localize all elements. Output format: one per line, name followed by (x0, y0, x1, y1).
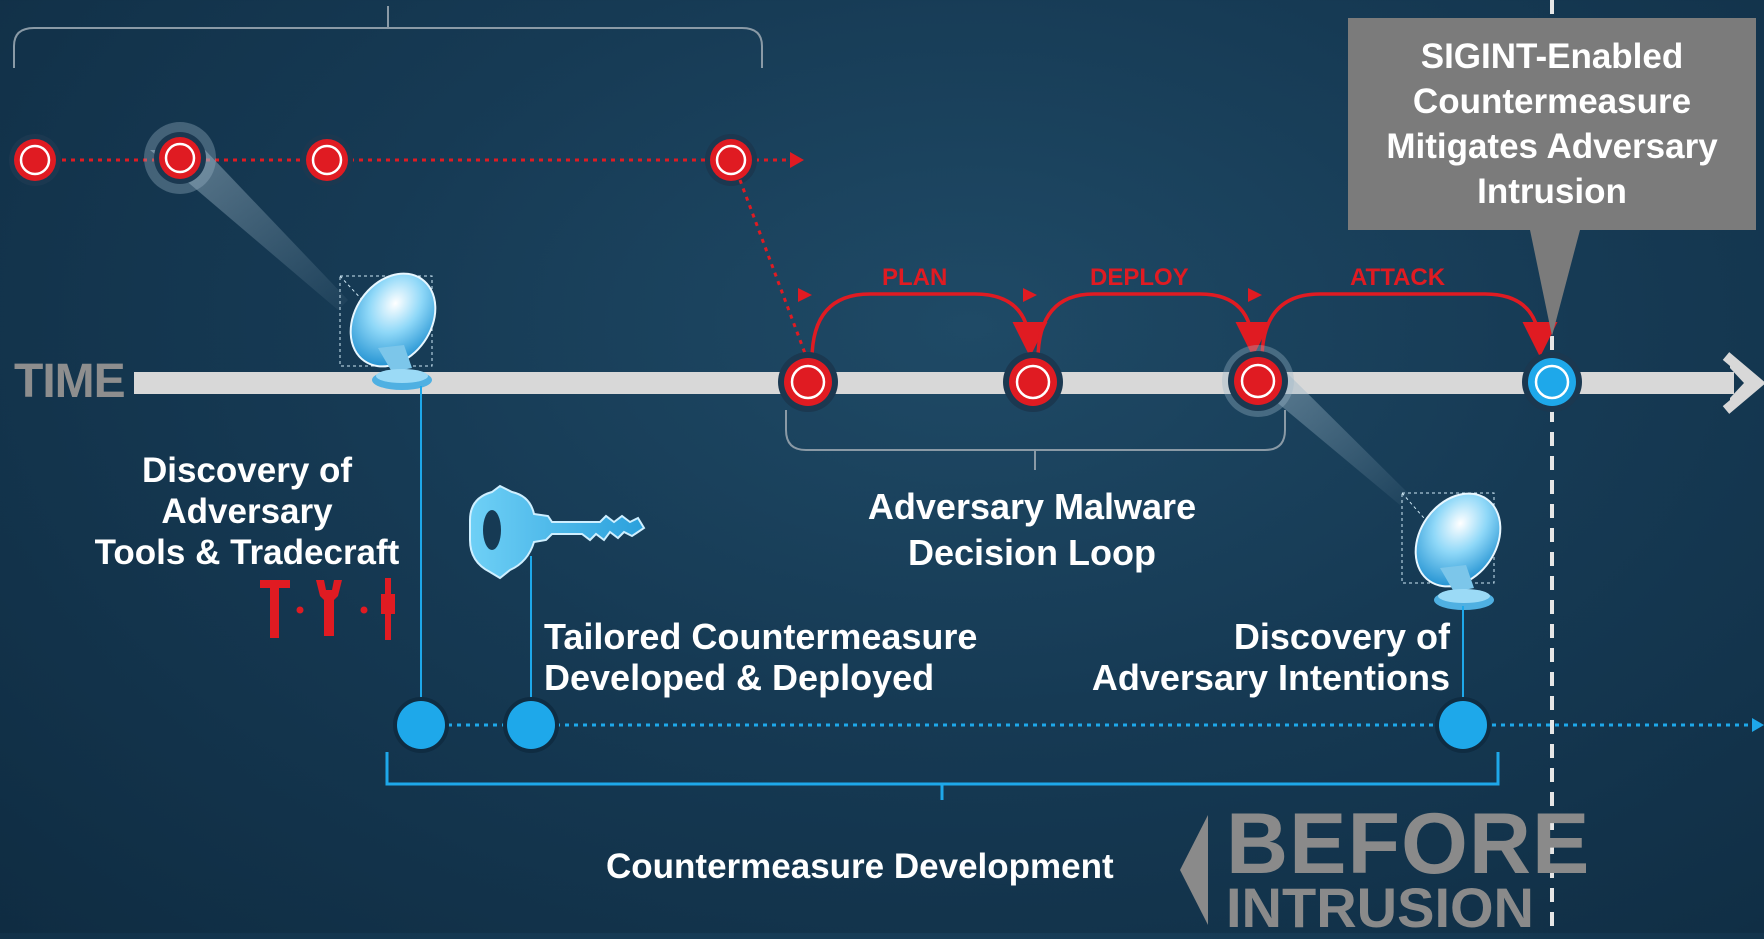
adversary-node (154, 132, 206, 184)
adversary-node (705, 134, 757, 186)
intercept-beam-2 (1238, 368, 1410, 505)
tailored-countermeasure-label: Tailored Countermeasure Developed & Depl… (544, 616, 977, 698)
countermeasure-milestone (1435, 697, 1491, 753)
callout-line: Intrusion (1477, 172, 1627, 211)
time-axis-label: TIME (14, 355, 126, 408)
tailored-line: Developed & Deployed (544, 657, 935, 698)
discovery-tools-line: Adversary (161, 492, 333, 531)
top-bracket (13, 6, 763, 68)
countermeasure-line (421, 718, 1764, 732)
adversary-node (9, 134, 61, 186)
satellite-dish-icon (339, 272, 437, 390)
countermeasure-development-label: Countermeasure Development (606, 847, 1114, 886)
discovery-intentions-label: Discovery of Adversary Intentions (1030, 616, 1450, 698)
loop-pointer-arrows (798, 288, 1262, 302)
adversary-history-line (35, 152, 804, 168)
intercept-beam-1 (150, 150, 348, 310)
satellite-dish-icon (1401, 492, 1502, 610)
adversary-drop-line (738, 179, 808, 357)
countermeasure-milestone (393, 697, 449, 753)
loop-node (778, 352, 838, 412)
discovery-tools-line: Discovery of (141, 451, 353, 490)
step-plan-label: PLAN (882, 264, 948, 291)
decision-loop-line: Decision Loop (907, 532, 1156, 573)
phase-chevron-icon (1180, 815, 1208, 925)
decision-loop-line: Adversary Malware (867, 486, 1197, 527)
discovery-intentions-line: Adversary Intentions (1091, 657, 1450, 698)
loop-node (1228, 351, 1288, 411)
step-attack-label: ATTACK (1350, 264, 1446, 291)
tailored-line: Tailored Countermeasure (544, 616, 978, 657)
countermeasure-bracket (385, 752, 1500, 800)
callout-line: SIGINT-Enabled (1420, 37, 1684, 76)
decision-loop-bracket (785, 410, 1286, 470)
countermeasure-milestone (503, 697, 559, 753)
discovery-tools-line: Tools & Tradecraft (94, 533, 400, 572)
timeline-arrow-icon (134, 352, 1764, 414)
intrusion-label: INTRUSION (1226, 876, 1534, 939)
key-icon (469, 484, 646, 580)
callout-line: Countermeasure (1412, 82, 1692, 121)
before-label: BEFORE (1226, 796, 1591, 892)
adversary-node (301, 134, 353, 186)
callout-line: Mitigates Adversary (1386, 127, 1718, 166)
loop-node (1003, 352, 1063, 412)
countermeasure-node (1522, 352, 1582, 412)
sigint-callout: SIGINT-Enabled Countermeasure Mitigates … (1348, 18, 1756, 230)
tools-icon (260, 578, 395, 640)
decision-loop-arcs (810, 292, 1558, 361)
discovery-tools-label: Discovery of Adversary Tools & Tradecraf… (72, 450, 422, 573)
step-deploy-label: DEPLOY (1090, 264, 1189, 291)
callout-pointer (1530, 230, 1580, 336)
decision-loop-label: Adversary Malware Decision Loop (832, 484, 1232, 576)
discovery-intentions-line: Discovery of (1233, 616, 1450, 657)
